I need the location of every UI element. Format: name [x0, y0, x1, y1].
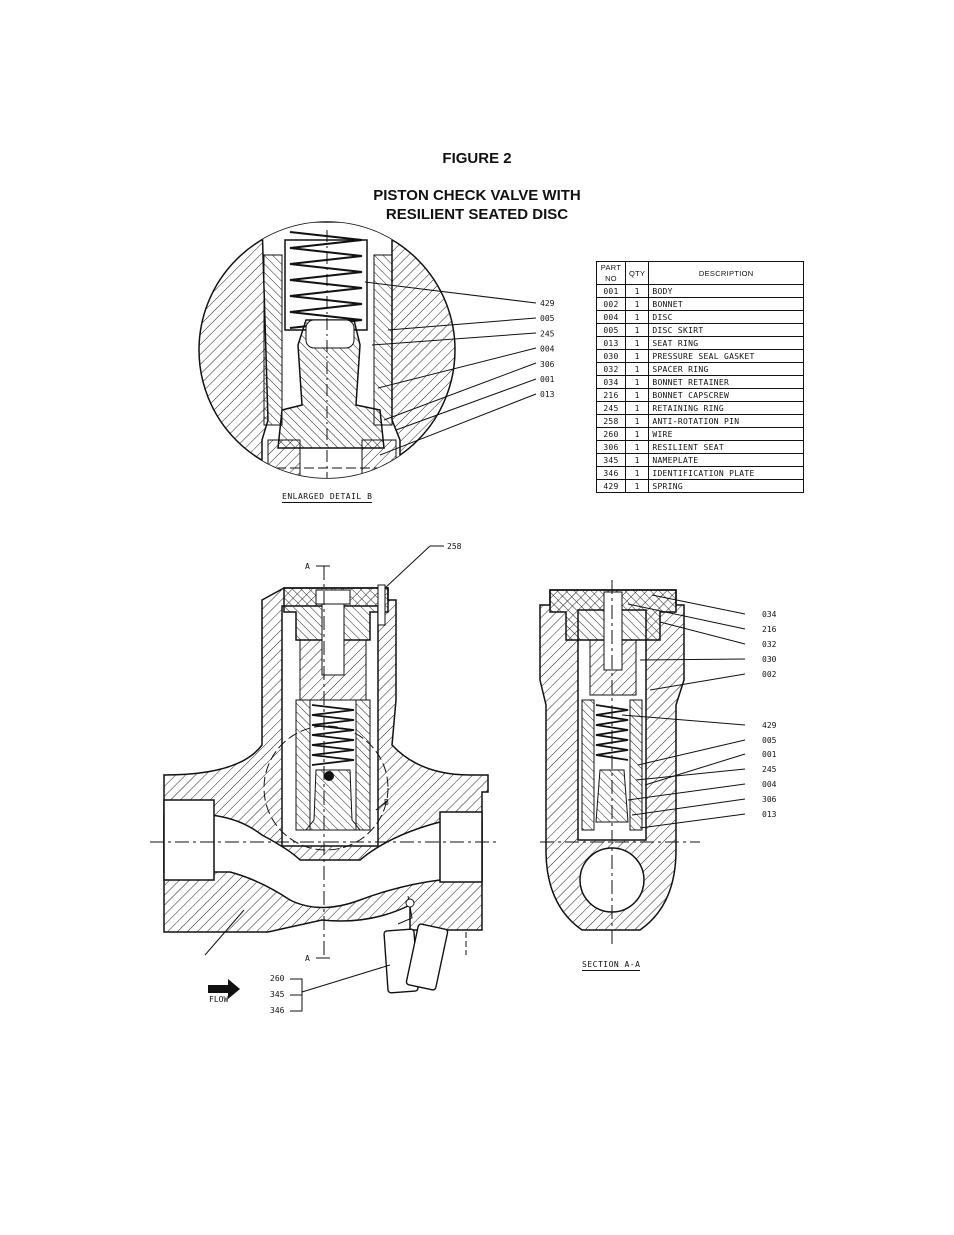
detail-caption: ENLARGED DETAIL B	[282, 492, 373, 503]
flow-arrow-icon	[208, 979, 240, 999]
qty-cell: 1	[624, 427, 650, 441]
section-callout: 245	[762, 765, 777, 774]
section-caption: SECTION A-A	[582, 960, 641, 971]
figure-title-line2: RESILIENT SEATED DISC	[385, 206, 569, 223]
section-callout: 034	[762, 610, 777, 619]
detail-marker: B	[384, 798, 389, 807]
section-callout: 013	[762, 810, 777, 819]
section-callout: 002	[762, 670, 777, 679]
section-callout: 030	[762, 655, 777, 664]
section-marker-top: A	[305, 562, 310, 571]
qty-cell: 1	[624, 349, 650, 363]
tag-callout: 260	[270, 974, 285, 983]
section-callout: 216	[762, 625, 777, 634]
detail-callout: 001	[540, 375, 555, 384]
detail-callout: 004	[540, 345, 555, 354]
section-callout: 001	[762, 750, 777, 759]
figure-label: FIGURE 2	[442, 150, 512, 167]
header-qty: QTY	[624, 261, 650, 285]
qty-cell: 1	[624, 479, 650, 493]
figure-title-line1: PISTON CHECK VALVE WITH	[373, 187, 581, 204]
pin-callout: 258	[447, 542, 462, 551]
enlarged-detail-b: 429 005 245 004 306 001 013	[198, 221, 555, 479]
description-cell: SPRING	[648, 479, 804, 493]
section-callout: 306	[762, 795, 777, 804]
detail-callout: 013	[540, 390, 555, 399]
parts-table-header: PART NO QTY DESCRIPTION	[596, 261, 804, 285]
detail-callout: 005	[540, 314, 555, 323]
section-callout: 429	[762, 721, 777, 730]
part-no-cell: 429	[596, 479, 626, 493]
detail-callout: 245	[540, 329, 555, 338]
tag-callout: 346	[270, 1006, 285, 1015]
flow-label: FLOW	[209, 995, 228, 1004]
tag-callout: 345	[270, 990, 285, 999]
qty-cell: 1	[624, 466, 650, 480]
section-callout: 032	[762, 640, 777, 649]
section-callout: 005	[762, 736, 777, 745]
section-a-a-view: 034 216 032 030 002 429 005 001 245 004 306 013	[539, 580, 777, 945]
detail-callout: 306	[540, 360, 555, 369]
identification-tag	[405, 923, 449, 991]
detail-callout: 429	[540, 299, 555, 308]
section-callout: 004	[762, 780, 777, 789]
section-marker-bottom: A	[305, 954, 310, 963]
